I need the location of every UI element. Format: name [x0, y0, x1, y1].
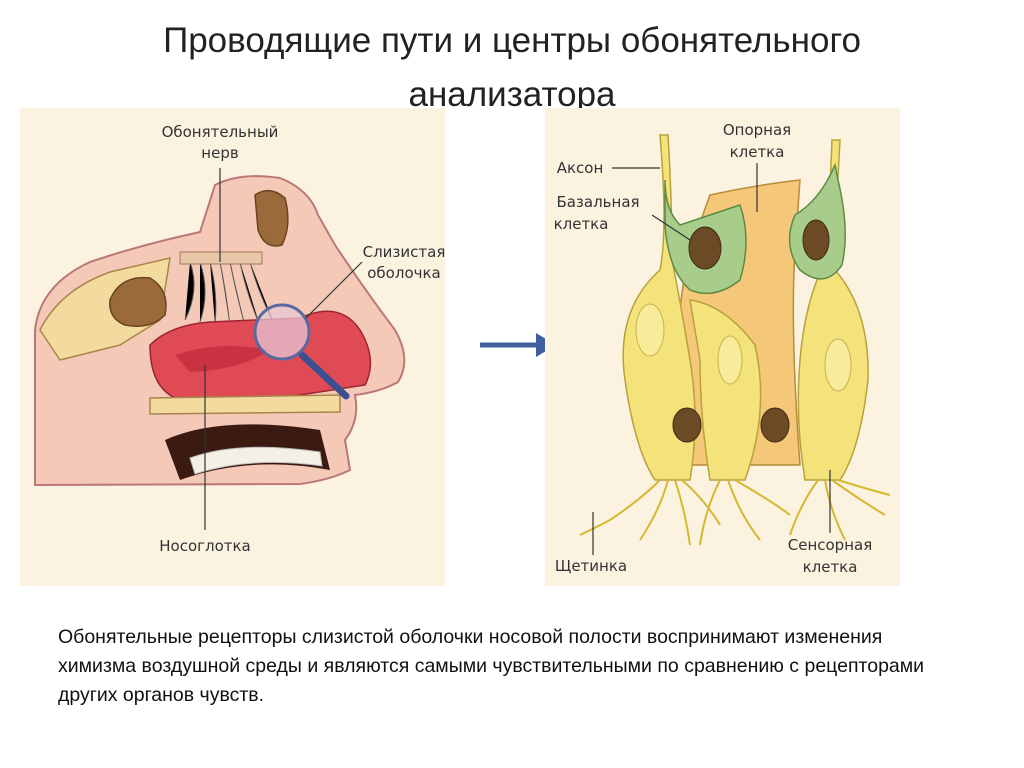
- hard-palate: [149, 394, 341, 415]
- label-mucosa-line1: Слизистая: [363, 243, 446, 261]
- olfactory-epithelium-diagram: Аксон Опорная клетка Базальная клетка Ще…: [545, 108, 900, 586]
- caption-text: Обонятельные рецепторы слизистой оболочк…: [58, 626, 925, 706]
- label-mucosa-line2: оболочка: [367, 264, 440, 282]
- left-leader-lines: [204, 168, 363, 530]
- cell-nuclei: [672, 219, 830, 443]
- label-supporting-cell-line1: Опорная: [723, 121, 791, 139]
- right-leader-lines: [592, 163, 831, 555]
- label-nasopharynx: Носоглотка: [159, 537, 251, 555]
- sensory-cell-center: [689, 299, 762, 481]
- teeth: [189, 446, 323, 475]
- page-title: Проводящие пути и центры обонятельного а…: [163, 21, 861, 114]
- frontal-sinus: [254, 189, 289, 247]
- nasal-cavity-diagram: Обонятельный нерв Слизистая оболочка Нос…: [20, 108, 445, 586]
- label-basal-cell-line2: клетка: [554, 215, 609, 233]
- cribriform-plate: [179, 251, 263, 265]
- label-olfactory-nerve-line1: Обонятельный: [162, 123, 279, 141]
- arrow-icon: [480, 333, 556, 357]
- label-supporting-cell-line2: клетка: [730, 143, 785, 161]
- label-sensory-cell-line1: Сенсорная: [788, 536, 872, 554]
- sensory-nuclei: [635, 303, 852, 392]
- sphenoid-sinus: [109, 276, 167, 327]
- magnifier-icon: [253, 303, 350, 400]
- label-basal-cell-line1: Базальная: [556, 193, 639, 211]
- label-cilium: Щетинка: [555, 557, 627, 575]
- label-sensory-cell-line2: клетка: [803, 558, 858, 576]
- cilia: [579, 479, 891, 546]
- nasal-turbinate: [175, 346, 270, 372]
- label-axon: Аксон: [557, 159, 604, 177]
- label-olfactory-nerve-line2: нерв: [201, 144, 238, 162]
